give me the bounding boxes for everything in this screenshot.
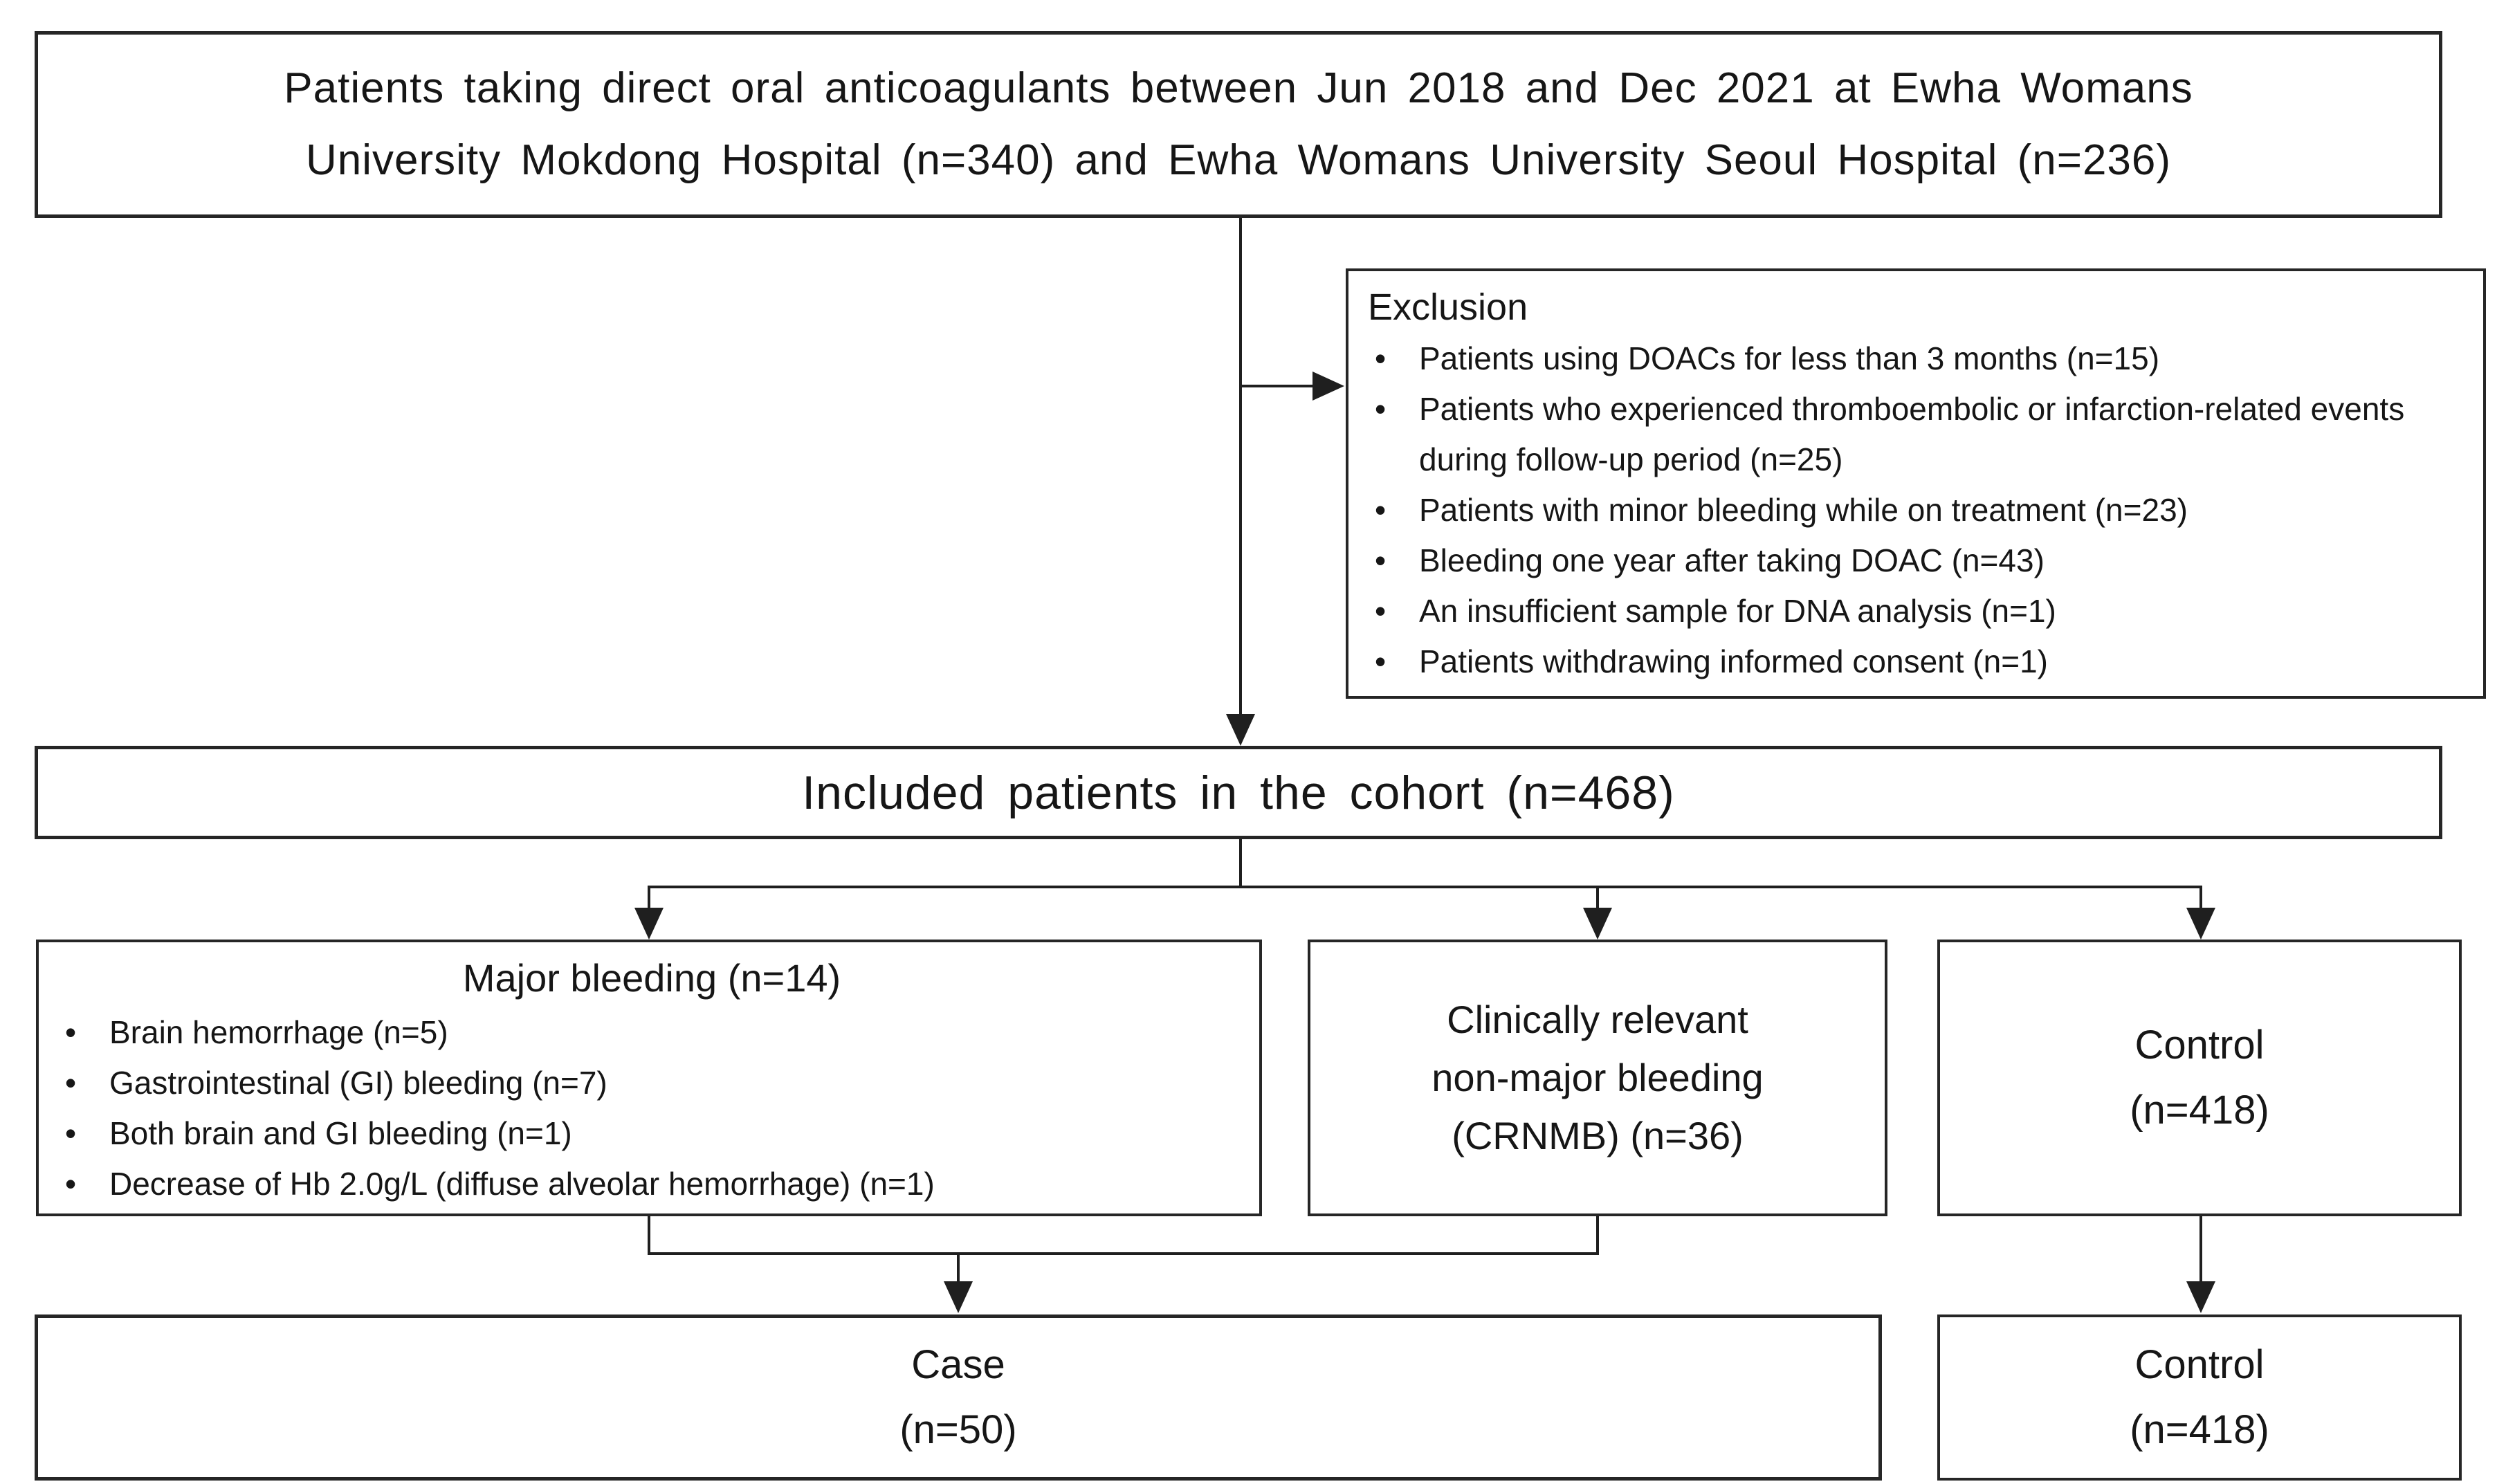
arrow-down-icon	[1226, 714, 1255, 746]
connector-control-drop	[2199, 1216, 2202, 1285]
connector-included-stub	[1239, 839, 1242, 888]
connector-crnmb-stub	[1596, 1216, 1599, 1255]
list-item: Brain hemorrhage (n=5)	[58, 1007, 1245, 1058]
arrow-down-icon	[2186, 908, 2215, 940]
arrow-down-icon	[1583, 908, 1612, 940]
included-text: Included patients in the cohort (n=468)	[802, 766, 1675, 819]
connector-enrollment-to-included	[1239, 218, 1242, 718]
enrollment-text-line1: Patients taking direct oral anticoagulan…	[284, 64, 2193, 112]
list-item: Patients withdrawing informed consent (n…	[1368, 636, 2413, 687]
major-bleeding-title: Major bleeding (n=14)	[462, 956, 841, 1000]
list-item: Patients using DOACs for less than 3 mon…	[1368, 333, 2413, 384]
case-line2: (n=50)	[899, 1407, 1017, 1452]
list-item: An insufficient sample for DNA analysis …	[1368, 586, 2413, 636]
list-item: Both brain and GI bleeding (n=1)	[58, 1108, 1245, 1159]
crnmb-line2: non-major bleeding	[1432, 1056, 1764, 1099]
list-item: Gastrointestinal (GI) bleeding (n=7)	[58, 1058, 1245, 1108]
enrollment-box: Patients taking direct oral anticoagulan…	[35, 31, 2442, 218]
list-item: Decrease of Hb 2.0g/L (diffuse alveolar …	[58, 1159, 1245, 1209]
enrollment-text-line2: University Mokdong Hospital (n=340) and …	[305, 136, 2172, 184]
connector-merge-bar	[648, 1252, 1599, 1255]
list-item: Patients with minor bleeding while on tr…	[1368, 485, 2413, 535]
control-final-line1: Control	[2134, 1342, 2265, 1387]
arrow-down-icon	[634, 908, 664, 940]
control-final-line2: (n=418)	[2130, 1407, 2269, 1452]
list-item: Bleeding one year after taking DOAC (n=4…	[1368, 535, 2413, 586]
connector-drop-crnmb	[1596, 886, 1599, 913]
control-line2: (n=418)	[2130, 1088, 2269, 1133]
case-line1: Case	[911, 1342, 1005, 1387]
control-final-box: Control (n=418)	[1937, 1314, 2462, 1481]
major-bleeding-box: Major bleeding (n=14) Brain hemorrhage (…	[36, 940, 1262, 1216]
crnmb-line3: (CRNMB) (n=36)	[1452, 1114, 1744, 1157]
arrow-right-icon	[1312, 372, 1344, 401]
control-line1: Control	[2134, 1023, 2265, 1068]
major-bleeding-list: Brain hemorrhage (n=5) Gastrointestinal …	[58, 1007, 1245, 1209]
arrow-down-icon	[944, 1281, 973, 1313]
connector-major-stub	[648, 1216, 650, 1255]
connector-branch-to-exclusion	[1239, 385, 1317, 387]
arrow-down-icon	[2186, 1281, 2215, 1313]
connector-drop-case	[957, 1252, 960, 1287]
control-box: Control (n=418)	[1937, 940, 2462, 1216]
case-box: Case (n=50)	[35, 1314, 1882, 1481]
list-item: Patients who experienced thromboembolic …	[1368, 384, 2413, 485]
connector-distributor-bar	[648, 886, 2202, 888]
connector-drop-major	[648, 886, 650, 913]
exclusion-list: Patients using DOACs for less than 3 mon…	[1368, 333, 2413, 687]
exclusion-title: Exclusion	[1368, 286, 1528, 328]
crnmb-line1: Clinically relevant	[1447, 998, 1748, 1041]
connector-drop-control	[2199, 886, 2202, 913]
crnmb-box: Clinically relevant non-major bleeding (…	[1308, 940, 1887, 1216]
included-box: Included patients in the cohort (n=468)	[35, 746, 2442, 839]
exclusion-box: Exclusion Patients using DOACs for less …	[1346, 268, 2486, 699]
